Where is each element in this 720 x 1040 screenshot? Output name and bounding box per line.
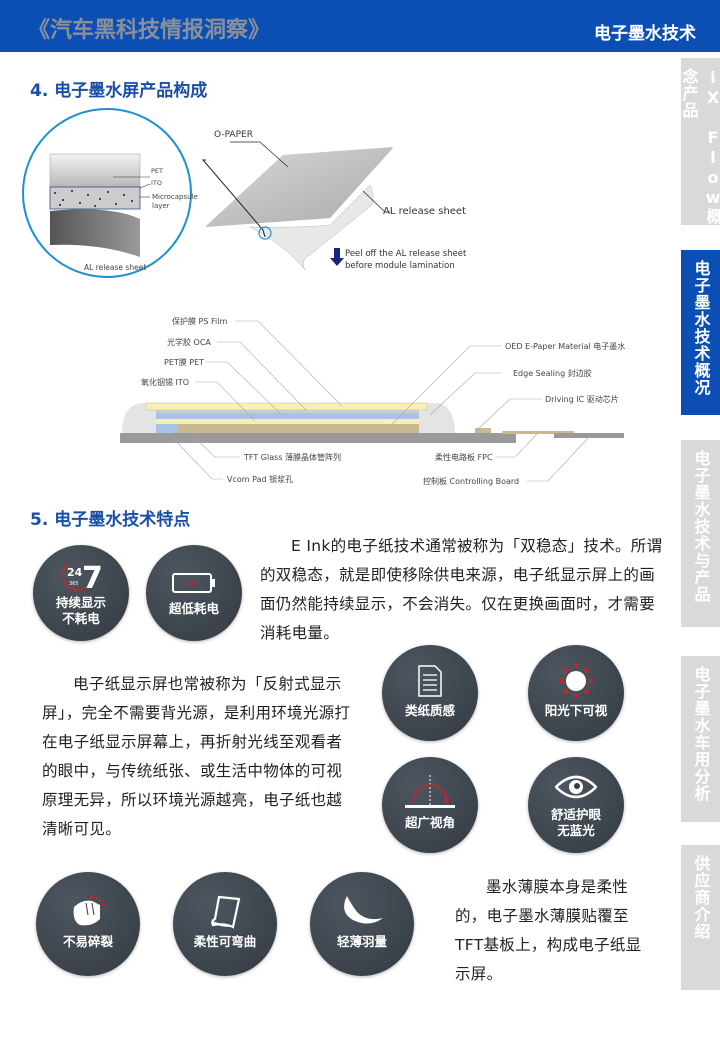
feature-low-power: 超低耗电	[146, 545, 242, 641]
brand-title: 《汽车黑科技情报洞察》	[28, 18, 271, 43]
feature-label: 柔性可弯曲	[193, 934, 257, 949]
opaper-illustration	[22, 108, 393, 278]
label-opaper: O-PAPER	[214, 130, 253, 140]
clock-24-text: 24	[67, 566, 83, 579]
feature-label: 轻薄羽量	[336, 934, 387, 949]
label-pet-film: PET膜 PET	[164, 358, 205, 367]
label-peel-1: Peel off the AL release sheet	[345, 249, 467, 259]
sidebar-item-eink-auto[interactable]: 电子墨水车用分析	[681, 656, 720, 822]
feature-label: 阳光下可视	[544, 703, 608, 718]
fist-icon	[68, 890, 108, 934]
section-5-title: 5. 电子墨水技术特点	[30, 510, 191, 530]
opaper-diagram: PET ITO Microcapsule layer AL release sh…	[0, 105, 680, 290]
label-controlling-board: 控制板 Controlling Board	[423, 477, 520, 486]
sidebar-item-eink-products[interactable]: 电子墨水技术与产品	[681, 440, 720, 627]
label-ito-layer: 氧化铟锡 ITO	[141, 378, 190, 387]
label-fpc: 柔性电路板 FPC	[435, 453, 493, 462]
bistable-paragraph: E Ink的电子纸技术通常被称为「双稳态」技术。所谓的双稳态，就是即使移除供电来…	[260, 537, 663, 642]
header-title: 电子墨水技术	[594, 24, 696, 44]
label-edge-sealing: Edge Sealing 封边胶	[513, 369, 592, 378]
label-ps-film: 保护膜 PS Film	[172, 317, 228, 326]
feature-eye-care: 舒适护眼 无蓝光	[528, 757, 624, 853]
document-icon	[418, 659, 442, 703]
eye-icon	[555, 767, 597, 807]
reflective-paragraph: 电子纸显示屏也常被称为「反射式显示屏」，完全不需要背光源，是利用环境光源打在电子…	[42, 675, 351, 838]
label-pet: PET	[151, 167, 163, 175]
flexible-paragraph: 墨水薄膜本身是柔性的，电子墨水薄膜贴覆至TFT基板上，构成电子纸显示屏。	[455, 878, 642, 983]
header-bar: 《汽车黑科技情报洞察》 电子墨水技术	[0, 0, 720, 52]
display-stack-illustration	[120, 320, 624, 482]
label-ito: ITO	[151, 179, 163, 187]
feature-paper-like: 类纸质感	[382, 645, 478, 741]
feather-icon	[339, 890, 385, 934]
label-oed: OED E-Paper Material 电子墨水	[505, 342, 626, 351]
clock-365-text: 365	[69, 581, 79, 587]
label-al-outer: AL release sheet	[383, 206, 467, 217]
viewing-angle-icon	[403, 771, 457, 815]
display-stack-diagram: 保护膜 PS Film 光学胶 OCA PET膜 PET 氧化铟锡 ITO OE…	[110, 300, 640, 500]
section-4-title: 4. 电子墨水屏产品构成	[30, 81, 208, 101]
battery-icon	[172, 565, 216, 601]
label-microcapsule: Microcapsule layer	[152, 193, 198, 210]
feature-label: 超广视角	[404, 815, 455, 830]
feature-flexible: 柔性可弯曲	[173, 872, 277, 976]
label-tft-glass: TFT Glass 薄膜晶体管阵列	[244, 453, 341, 462]
feature-shatterproof: 不易碎裂	[36, 872, 140, 976]
feature-label: 类纸质感	[404, 703, 455, 718]
sidebar-item-ix-flow[interactable]: iX Flow概念产品	[680, 58, 720, 225]
feature-label: 舒适护眼 无蓝光	[550, 807, 601, 838]
feature-sunlight-readable: 阳光下可视	[528, 645, 624, 741]
feature-label: 持续显示 不耗电	[55, 595, 106, 626]
feature-label: 超低耗电	[168, 601, 219, 616]
flexible-paper-icon	[207, 890, 243, 934]
sidebar-item-suppliers[interactable]: 供应商介绍	[681, 845, 720, 990]
feature-wide-angle: 超广视角	[382, 757, 478, 853]
label-peel-2: before module lamination	[345, 261, 455, 271]
label-driving-ic: Driving IC 驱动芯片	[545, 395, 619, 404]
feature-label: 不易碎裂	[62, 934, 113, 949]
label-al-inner: AL release sheet	[84, 263, 147, 272]
label-oca: 光学胶 OCA	[167, 338, 211, 347]
feature-lightweight: 轻薄羽量	[310, 872, 414, 976]
label-vcom-pad: Vcom Pad 银浆孔	[227, 475, 294, 484]
sun-icon	[556, 659, 596, 703]
clock-7-text: 7	[82, 561, 103, 595]
sidebar-item-eink-overview[interactable]: 电子墨水技术概况	[681, 250, 720, 415]
